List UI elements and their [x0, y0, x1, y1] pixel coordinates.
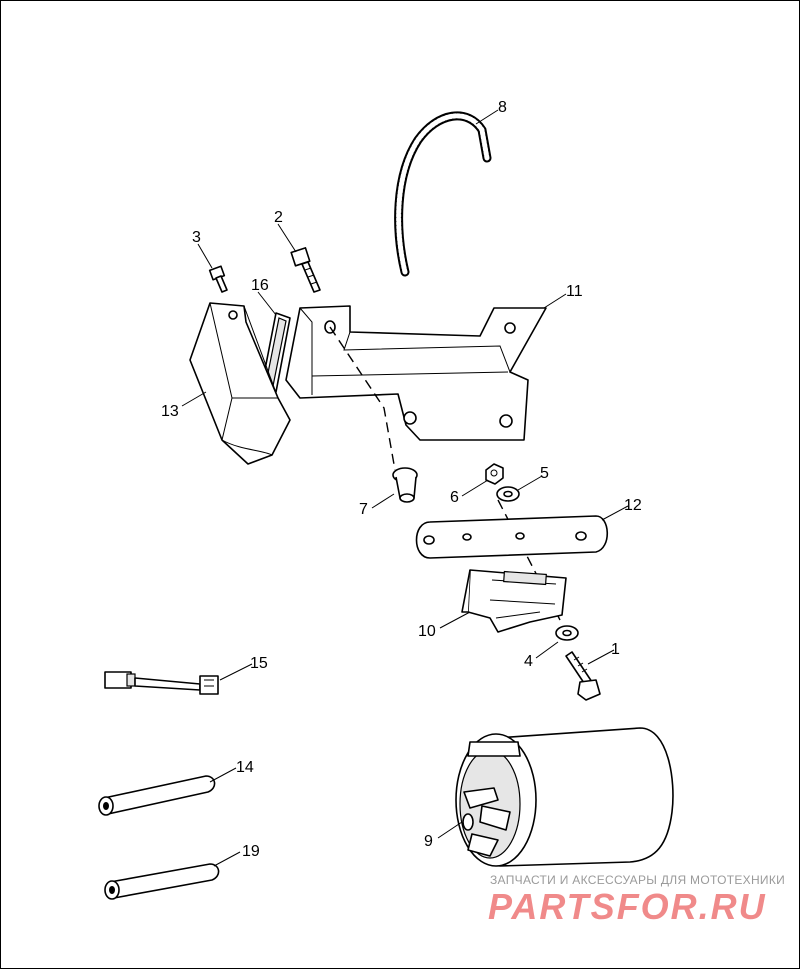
part-14-tube — [98, 775, 216, 816]
watermark-logo: PARTSFOR.RU — [488, 886, 767, 927]
part-1-bolt — [565, 651, 601, 701]
callout-11: 11 — [566, 283, 583, 300]
alignment-line-7 — [329, 326, 396, 471]
part-4-washer — [555, 625, 579, 641]
callout-15: 15 — [250, 655, 268, 672]
part-19-tube — [104, 863, 220, 900]
part-9-canister — [455, 727, 674, 867]
callout-5: 5 — [540, 465, 549, 482]
part-2-screw — [290, 247, 321, 293]
part-3-screw — [208, 265, 228, 293]
callout-16: 16 — [251, 277, 269, 294]
callout-7: 7 — [359, 501, 368, 518]
callout-1: 1 — [611, 641, 620, 658]
callout-12: 12 — [624, 497, 642, 514]
callout-6: 6 — [450, 489, 459, 506]
part-15-harness — [104, 671, 219, 695]
leader-lines — [181, 109, 629, 867]
part-8-cable — [394, 111, 492, 277]
callout-8: 8 — [498, 99, 507, 116]
callout-4: 4 — [524, 653, 533, 670]
part-13-cover — [189, 302, 291, 465]
callout-14: 14 — [236, 759, 254, 776]
watermark-tagline: ЗАПЧАСТИ И АКСЕССУАРЫ ДЛЯ МОТОТЕХНИКИ — [490, 873, 786, 887]
part-11-bracket — [285, 305, 547, 441]
part-10-bracket — [461, 569, 567, 633]
part-5-washer — [496, 486, 520, 502]
callout-3: 3 — [192, 229, 201, 246]
callout-10: 10 — [418, 623, 436, 640]
part-6-nut — [485, 463, 504, 485]
part-12-plate — [415, 515, 609, 559]
callout-19: 19 — [242, 843, 260, 860]
callout-2: 2 — [274, 209, 283, 226]
callout-9: 9 — [424, 833, 433, 850]
callout-13: 13 — [161, 403, 179, 420]
part-7-grommet — [392, 467, 418, 503]
